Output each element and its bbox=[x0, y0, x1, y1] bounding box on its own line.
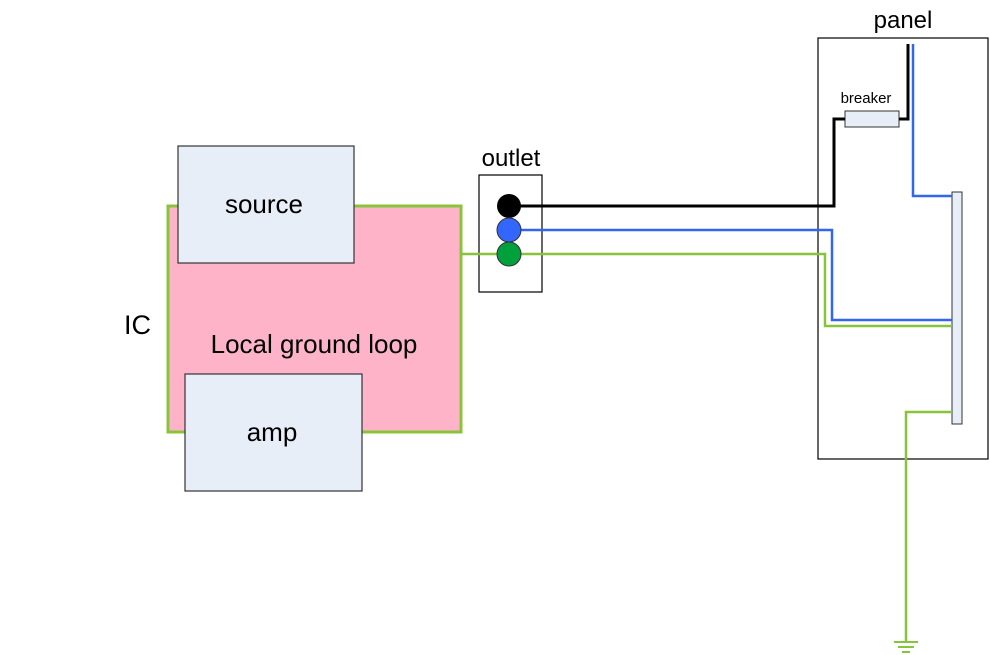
hot-wire bbox=[509, 117, 845, 208]
neutral-terminal bbox=[496, 217, 522, 243]
amp-label: amp bbox=[247, 417, 298, 447]
hot-terminal bbox=[497, 194, 521, 218]
hot-wire-feed bbox=[899, 44, 910, 121]
ground-terminal bbox=[496, 241, 522, 267]
neutral-wire-feed bbox=[911, 44, 952, 198]
source-box bbox=[177, 145, 355, 264]
ic-label: IC bbox=[124, 310, 151, 340]
ground-wire bbox=[461, 252, 952, 328]
bus-bar bbox=[951, 191, 963, 425]
outlet-label: outlet bbox=[482, 145, 541, 172]
neutral-wire bbox=[509, 228, 952, 322]
amp-box bbox=[184, 373, 363, 492]
panel-label: panel bbox=[874, 7, 933, 34]
source-label: source bbox=[225, 189, 303, 219]
earth-ground-icon bbox=[894, 641, 918, 653]
earth-ground-wire bbox=[904, 410, 952, 642]
ground-loop-label: Local ground loop bbox=[211, 329, 418, 359]
breaker-box bbox=[844, 110, 900, 128]
breaker-label: breaker bbox=[841, 90, 892, 107]
